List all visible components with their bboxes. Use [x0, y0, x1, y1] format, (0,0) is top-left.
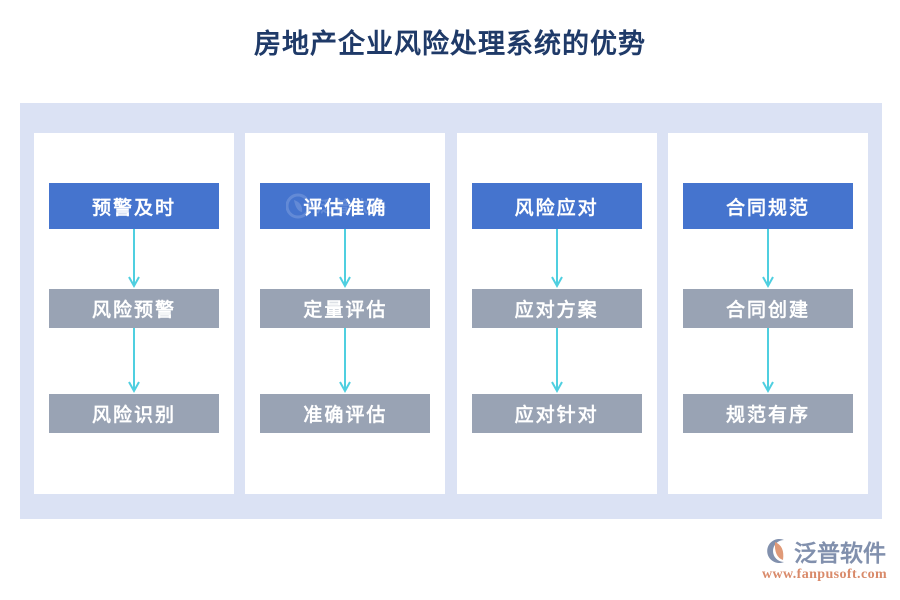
- flow-arrow-1-2: [127, 328, 141, 394]
- brand-url: www.fanpusoft.com: [762, 567, 888, 582]
- flow-arrow-4-1: [761, 229, 775, 289]
- flow-step-box-4-1[interactable]: 合同创建: [682, 289, 853, 328]
- flow-step-box-3-1[interactable]: 应对方案: [471, 289, 642, 328]
- watermark-logo-icon: 泛普软件: [286, 193, 388, 219]
- fanpu-logo-icon: [767, 539, 784, 563]
- flow-header-box-2[interactable]: 评估准确 泛普软件: [260, 183, 431, 229]
- flow-step-box-1-1[interactable]: 风险预警: [49, 289, 219, 328]
- flow-arrow-2-2: [338, 328, 352, 394]
- flow-header-box-4[interactable]: 合同规范: [682, 183, 853, 229]
- flow-column-2: 评估准确 泛普软件 定量评估 准确评估: [245, 133, 446, 494]
- flow-arrow-1-1: [127, 229, 141, 289]
- flow-step-box-2-1[interactable]: 定量评估: [260, 289, 431, 328]
- flow-column-1: 预警及时 风险预警 风险识别: [34, 133, 234, 494]
- flow-header-box-3[interactable]: 风险应对: [471, 183, 642, 229]
- flow-step-box-2-2[interactable]: 准确评估: [260, 394, 431, 433]
- flow-column-4: 合同规范 合同创建 规范有序: [667, 133, 868, 494]
- flow-arrow-4-2: [761, 328, 775, 394]
- flow-arrow-3-2: [550, 328, 564, 394]
- flow-columns-row: 预警及时 风险预警 风险识别 评估准确 泛普: [34, 133, 868, 494]
- diagram-panel: 预警及时 风险预警 风险识别 评估准确 泛普: [20, 103, 882, 519]
- flow-header-box-1[interactable]: 预警及时: [49, 183, 219, 229]
- flow-column-3: 风险应对 应对方案 应对针对: [456, 133, 657, 494]
- flow-arrow-2-1: [338, 229, 352, 289]
- flow-step-box-3-2[interactable]: 应对针对: [471, 394, 642, 433]
- svg-text:泛普软件: 泛普软件: [316, 197, 388, 216]
- brand-logo-row: 泛普软件: [762, 534, 886, 568]
- brand-logo: 泛普软件 www.fanpusoft.com: [762, 534, 888, 586]
- flow-step-box-4-2[interactable]: 规范有序: [682, 394, 853, 433]
- flow-arrow-3-1: [550, 229, 564, 289]
- brand-name: 泛普软件: [794, 541, 886, 566]
- flow-step-box-1-2[interactable]: 风险识别: [49, 394, 219, 433]
- page-title: 房地产企业风险处理系统的优势: [254, 29, 646, 59]
